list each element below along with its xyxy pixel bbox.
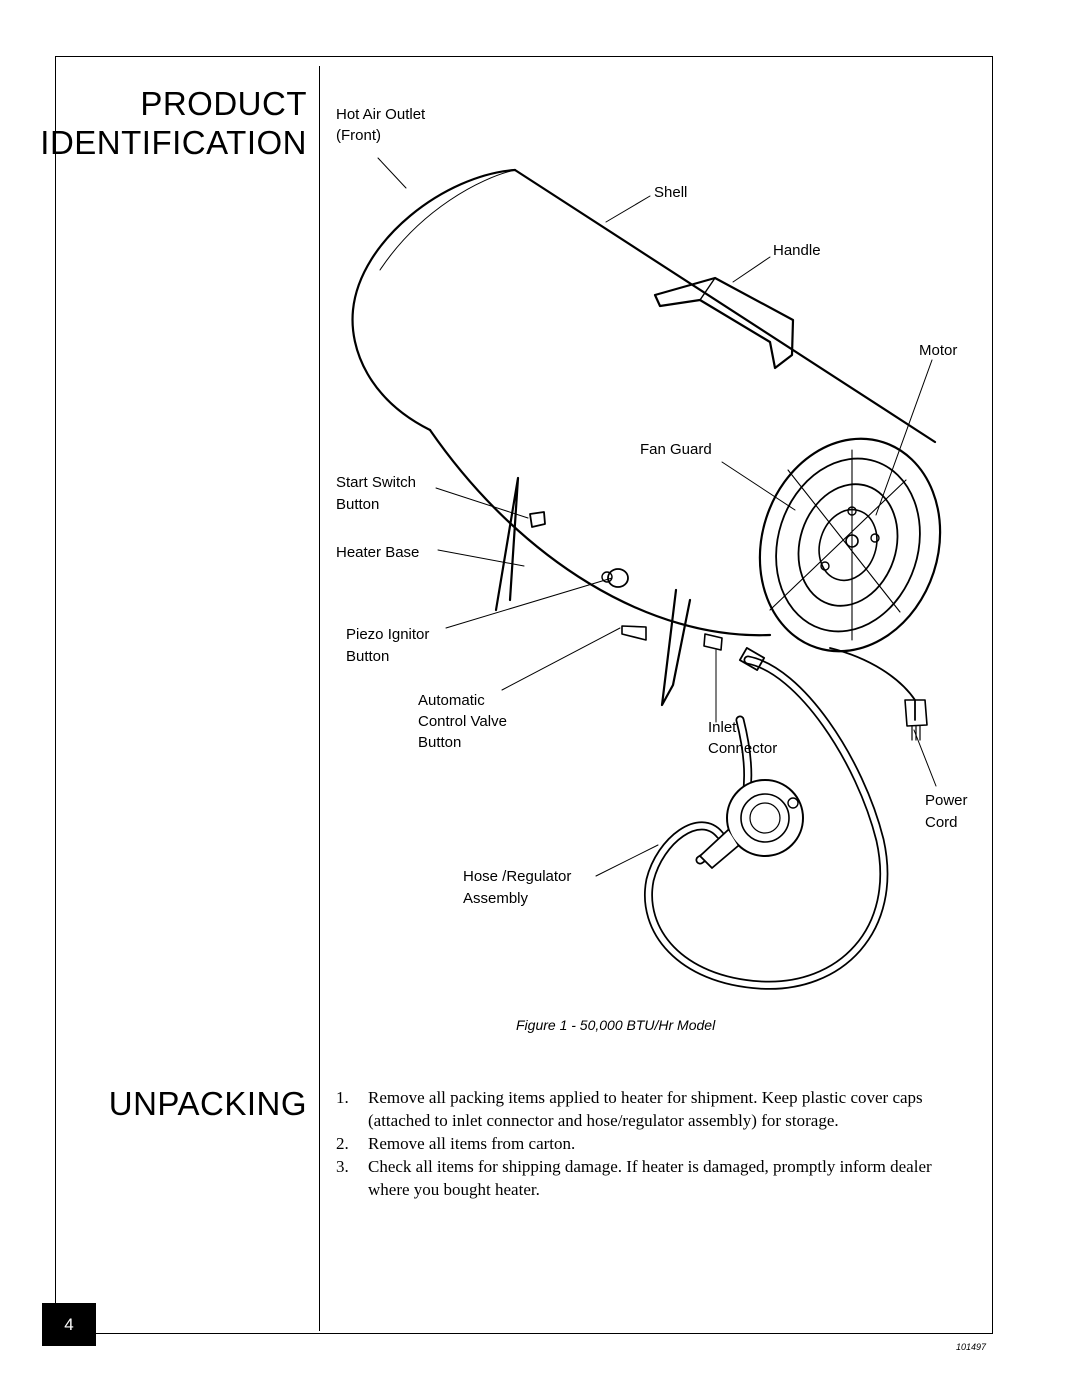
label-connector: Connector bbox=[708, 740, 778, 757]
section-heading-product: PRODUCT bbox=[140, 85, 307, 122]
list-item: 1. Remove all packing items applied to h… bbox=[334, 1086, 974, 1132]
section-heading-identification: IDENTIFICATION bbox=[40, 124, 307, 161]
label-fan-guard: Fan Guard bbox=[640, 441, 712, 458]
step-text: Remove all items from carton. bbox=[368, 1134, 576, 1153]
leader-lines bbox=[377, 157, 937, 877]
column-divider bbox=[319, 66, 320, 1331]
label-hose-regulator: Hose /Regulator bbox=[463, 868, 572, 885]
handle bbox=[653, 276, 795, 370]
heater-shell-bottom bbox=[428, 428, 772, 637]
label-assembly: Assembly bbox=[463, 890, 529, 907]
label-automatic: Automatic bbox=[418, 692, 485, 709]
label-acv-button: Button bbox=[418, 734, 462, 751]
label-handle: Handle bbox=[773, 242, 821, 259]
label-piezo-ignitor: Piezo Ignitor bbox=[346, 626, 430, 643]
list-item: 3. Check all items for shipping damage. … bbox=[334, 1155, 974, 1201]
step-text: Remove all packing items applied to heat… bbox=[368, 1088, 923, 1130]
label-front: (Front) bbox=[336, 127, 381, 144]
label-inlet: Inlet bbox=[708, 719, 737, 736]
label-piezo-ignitor-button: Button bbox=[346, 648, 390, 665]
list-item: 2. Remove all items from carton. bbox=[334, 1132, 974, 1155]
step-number: 1. bbox=[336, 1088, 349, 1107]
label-hot-air-outlet: Hot Air Outlet bbox=[336, 106, 426, 123]
label-control-valve: Control Valve bbox=[418, 713, 507, 730]
document-code: 101497 bbox=[956, 1342, 987, 1352]
step-number: 2. bbox=[336, 1134, 349, 1153]
label-shell: Shell bbox=[654, 184, 688, 201]
label-start-switch-button: Button bbox=[336, 496, 380, 513]
rear-ring bbox=[758, 437, 942, 653]
heater-base bbox=[494, 476, 692, 707]
page-number: 4 bbox=[42, 1303, 96, 1346]
start-switch-button bbox=[529, 511, 546, 528]
hot-air-outlet-rim bbox=[351, 168, 517, 432]
regulator bbox=[726, 779, 804, 857]
label-heater-base: Heater Base bbox=[336, 544, 420, 561]
unpacking-steps: 1. Remove all packing items applied to h… bbox=[334, 1086, 974, 1201]
step-text: Check all items for shipping damage. If … bbox=[368, 1157, 932, 1199]
piezo-ignitor-button bbox=[607, 568, 629, 588]
section-heading-unpacking: UNPACKING bbox=[108, 1085, 307, 1122]
fan-guard bbox=[797, 483, 899, 607]
label-motor: Motor bbox=[919, 342, 958, 359]
heater-shell bbox=[513, 168, 937, 444]
inlet-connector bbox=[703, 633, 723, 651]
power-cord bbox=[829, 647, 916, 721]
page-frame bbox=[55, 56, 993, 1334]
figure-caption: Figure 1 - 50,000 BTU/Hr Model bbox=[516, 1017, 716, 1033]
label-cord: Cord bbox=[925, 814, 958, 831]
step-number: 3. bbox=[336, 1157, 349, 1176]
label-power: Power bbox=[925, 792, 968, 809]
acv-button bbox=[621, 625, 647, 641]
label-start-switch: Start Switch bbox=[336, 474, 417, 491]
